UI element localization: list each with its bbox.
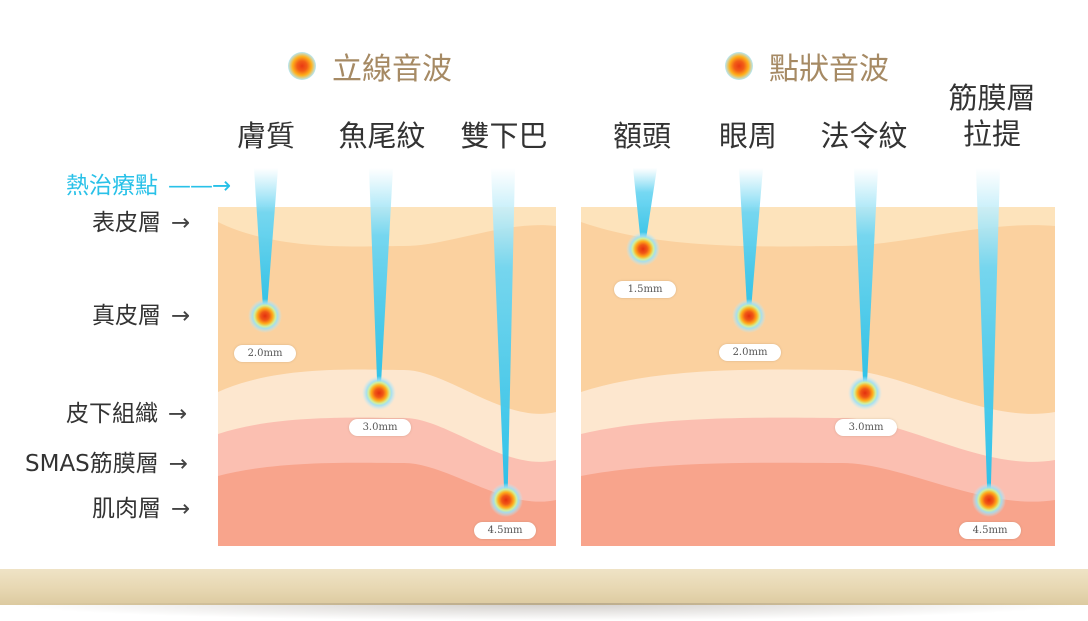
- column-label-double-chin: 雙下巴: [460, 119, 548, 153]
- depth-tag-nasolabial: 3.0mm: [835, 419, 897, 436]
- dot-panel-layer-muscle: [581, 462, 1055, 546]
- layer-label-muscle: 肌肉層→: [92, 496, 191, 522]
- ultrasound-beam-fascia-lift: [976, 168, 1000, 500]
- linear-wave-legend-title: 立線音波: [332, 52, 452, 87]
- ultrasound-beam-crows-feet: [369, 168, 393, 393]
- ultrasound-beam-double-chin: [491, 168, 515, 500]
- column-label-forehead: 額頭: [612, 119, 671, 153]
- ultrasound-beam-skin-quality: [254, 168, 278, 316]
- depth-tag-skin-quality: 2.0mm: [234, 345, 296, 362]
- heat-spot-double-chin: [489, 483, 523, 517]
- depth-tag-forehead: 1.5mm: [614, 281, 676, 298]
- depth-tag-eye-area: 2.0mm: [719, 344, 781, 361]
- column-label-eye-area: 眼周: [718, 119, 777, 153]
- dot-wave-legend-title: 點狀音波: [769, 52, 889, 87]
- layer-label-dermis: 真皮層→: [92, 303, 191, 329]
- ultrasound-beam-forehead: [633, 168, 657, 249]
- arrow-icon: →: [171, 303, 191, 329]
- heat-spot-eye-area: [732, 299, 766, 333]
- arrow-icon: →: [168, 451, 189, 477]
- linear-wave-legend-icon: [288, 52, 316, 80]
- arrow-icon: →: [171, 210, 191, 236]
- linear-panel-layer-muscle: [218, 462, 556, 546]
- column-label-skin-quality: 膚質: [236, 119, 295, 153]
- heat-spot-forehead: [626, 232, 660, 266]
- decorative-footer-band: [0, 569, 1088, 605]
- heat-spot-crows-feet: [362, 376, 396, 410]
- column-label-crows-feet: 魚尾紋: [338, 119, 426, 153]
- arrow-icon: →: [168, 401, 188, 427]
- column-label-fascia-lift: 筋膜層 拉提: [948, 81, 1036, 151]
- ultrasound-beam-nasolabial: [854, 168, 878, 393]
- layer-label-epidermis: 表皮層→: [92, 210, 191, 236]
- footer-shadow: [0, 603, 1088, 621]
- depth-tag-double-chin: 4.5mm: [474, 522, 536, 539]
- hot-spot-label: 熱治療點——→: [66, 173, 231, 199]
- layer-label-smas: SMAS筋膜層→: [25, 451, 189, 477]
- column-label-nasolabial: 法令紋: [820, 119, 908, 153]
- heat-spot-nasolabial: [848, 376, 882, 410]
- dot-wave-legend-icon: [725, 52, 753, 80]
- depth-tag-crows-feet: 3.0mm: [349, 419, 411, 436]
- arrow-icon: →: [171, 496, 191, 522]
- depth-tag-fascia-lift: 4.5mm: [959, 522, 1021, 539]
- ultrasound-beam-eye-area: [739, 168, 763, 316]
- layer-label-subcutaneous: 皮下組織→: [66, 401, 188, 427]
- heat-spot-skin-quality: [248, 299, 282, 333]
- hot-spot-arrow: ——→: [168, 173, 231, 199]
- heat-spot-fascia-lift: [972, 483, 1006, 517]
